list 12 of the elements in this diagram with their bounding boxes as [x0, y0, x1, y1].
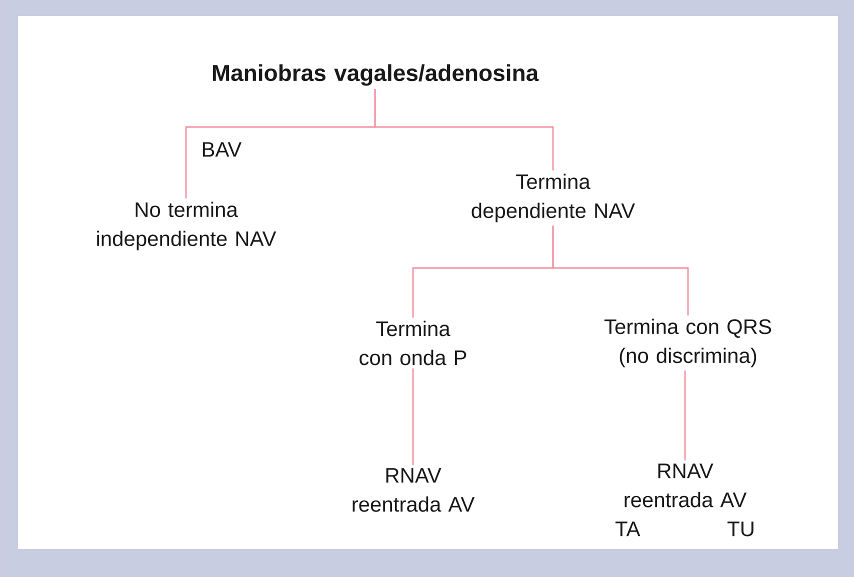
node-text: No termina independiente NAV	[97, 202, 276, 250]
node-text: Termina dependiente NAV	[472, 174, 635, 222]
node-text: RNAV reentrada AV TA TU	[615, 464, 754, 536]
edge-label: BAV	[200, 141, 243, 158]
node-text: Termina con QRS (no discrimina)	[604, 318, 772, 368]
connector-line	[374, 88, 554, 170]
title-text: Maniobras vagales/adenosina	[212, 64, 539, 86]
connector-line	[684, 370, 686, 460]
node-text: RNAV reentrada AV	[352, 468, 475, 512]
connector-line	[552, 225, 689, 316]
connector-line	[412, 368, 414, 465]
node-text: Termina con onda P	[360, 320, 466, 366]
